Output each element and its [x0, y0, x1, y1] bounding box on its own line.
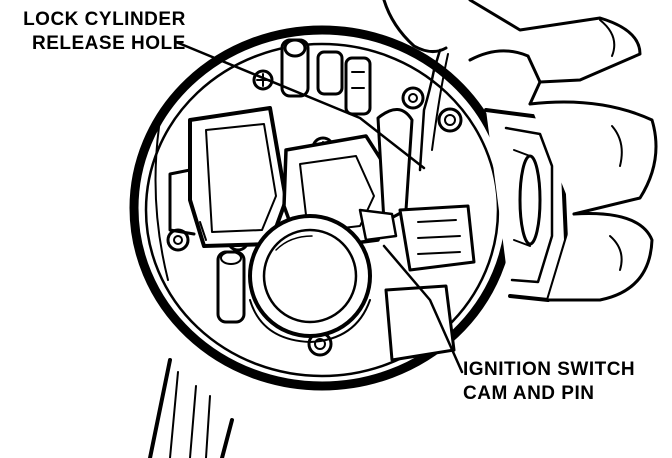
center-bore	[248, 214, 372, 343]
label-line: CAM AND PIN	[463, 383, 595, 404]
lock-cylinder-release-hole-label: LOCK CYLINDER RELEASE HOLE	[4, 8, 186, 56]
technician-hand	[382, 0, 658, 302]
switch-block	[168, 106, 288, 248]
mounting-posts	[280, 38, 372, 116]
column-tube	[148, 358, 234, 458]
side-bracket	[484, 108, 568, 302]
label-line: LOCK CYLINDER	[23, 9, 186, 30]
leader-lines	[174, 40, 464, 374]
ignition-switch-cam-and-pin-label: IGNITION SWITCH CAM AND PIN	[463, 358, 635, 406]
label-line: RELEASE HOLE	[32, 33, 186, 54]
lower-post	[216, 250, 246, 324]
lower-linkage	[384, 204, 476, 362]
label-line: IGNITION SWITCH	[463, 359, 636, 380]
